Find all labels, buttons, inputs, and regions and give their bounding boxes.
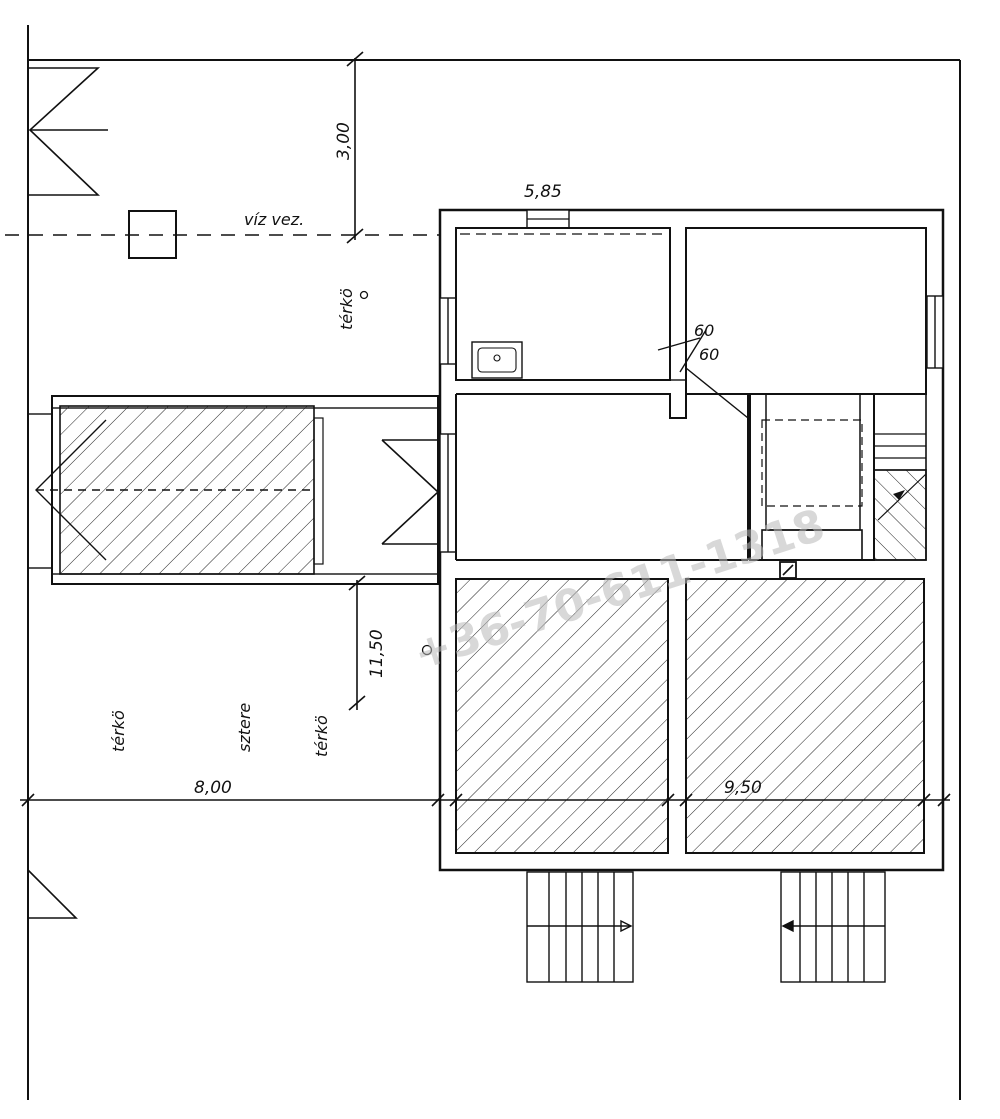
entrance-steps-right (780, 871, 886, 983)
left-windows (439, 297, 457, 553)
gate-symbol-top (28, 67, 108, 196)
room-bottom-right (685, 578, 925, 854)
marker-circle (359, 290, 369, 300)
carport (27, 395, 440, 585)
room-top-right (685, 227, 927, 395)
room-bottom-left (455, 578, 669, 854)
door-swing (657, 329, 749, 419)
dimension-vertical-middle (348, 575, 366, 711)
dimension-horizontal-left (20, 793, 445, 807)
opening-label-a: 60 (694, 321, 714, 340)
dimension-horizontal-right (440, 793, 951, 807)
opening-label-b: 60 (699, 345, 719, 364)
paving-label-right: térkö (312, 715, 331, 757)
staircase-interior (873, 393, 927, 561)
shrub-label: sztere (235, 703, 254, 752)
dimension-label-vertical-middle: 11,50 (367, 629, 387, 678)
paving-label-top: térkö (337, 288, 356, 330)
water-line (5, 210, 440, 259)
room-bathroom (455, 227, 671, 381)
dimension-vertical-top (346, 51, 364, 244)
dimension-label-vertical-top: 3,00 (334, 122, 354, 160)
marker-circle-small (421, 644, 433, 656)
dimension-label-horizontal-right: 9,50 (724, 778, 762, 798)
gate-symbol-bottom (27, 869, 78, 919)
room-hall (455, 393, 749, 561)
water-line-label: víz vez. (244, 210, 304, 229)
paving-label-left: térkö (109, 710, 128, 752)
dimension-label-top-width: 5,85 (524, 182, 562, 202)
dimension-label-horizontal-left: 8,00 (194, 778, 232, 798)
right-window (926, 295, 944, 369)
entrance-steps-left (526, 871, 634, 983)
